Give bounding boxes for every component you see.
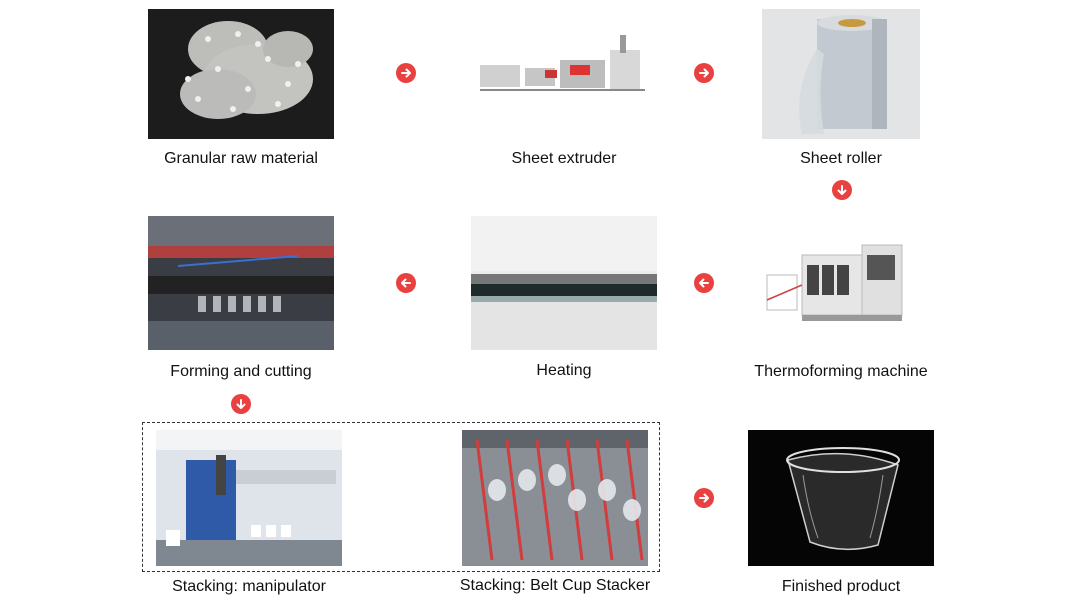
forming-and-cutting-image — [148, 216, 334, 350]
belt-cup-stacker-image — [462, 430, 648, 566]
step-label-roller: Sheet roller — [800, 150, 882, 167]
step-label-heating: Heating — [536, 362, 592, 379]
right-arrow-icon — [694, 488, 714, 508]
step-label-granular: Granular raw material — [164, 150, 318, 167]
left-arrow-icon — [694, 273, 714, 293]
finished-product-image — [748, 430, 934, 566]
down-arrow-icon — [231, 394, 251, 414]
stacking-options-group — [142, 422, 660, 572]
step-label-belt: Stacking: Belt Cup Stacker — [459, 577, 651, 594]
step-label-manipulator: Stacking: manipulator — [172, 578, 326, 595]
right-arrow-icon — [694, 63, 714, 83]
heating-image — [471, 216, 657, 350]
step-label-finished: Finished product — [781, 578, 901, 595]
granular-raw-material-image — [148, 9, 334, 139]
step-label-thermoforming: Thermoforming machine — [754, 363, 928, 380]
left-arrow-icon — [396, 273, 416, 293]
stacking-manipulator-image — [156, 430, 342, 566]
right-arrow-icon — [396, 63, 416, 83]
thermoforming-machine-image — [762, 230, 920, 334]
step-label-forming: Forming and cutting — [170, 363, 312, 380]
sheet-roller-image — [762, 9, 920, 139]
sheet-extruder-image — [470, 30, 658, 116]
step-label-extruder: Sheet extruder — [511, 150, 617, 167]
down-arrow-icon — [832, 180, 852, 200]
